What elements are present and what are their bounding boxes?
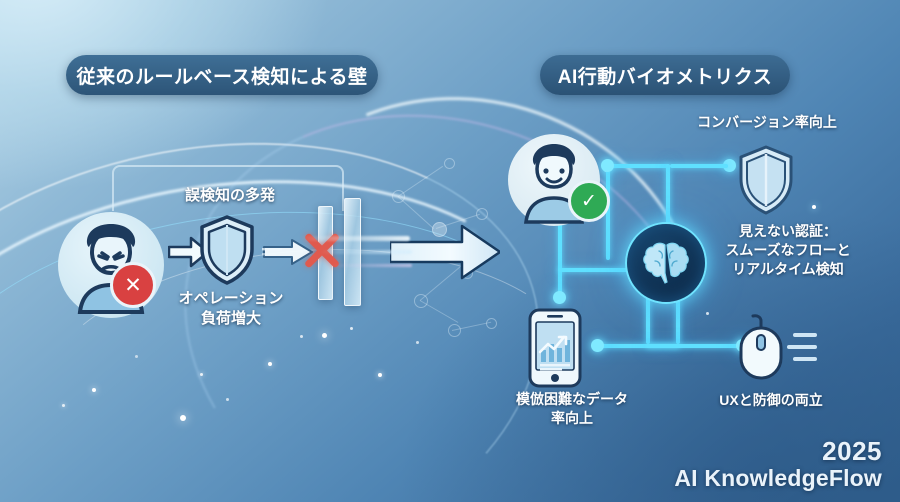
sparkle [812, 205, 816, 209]
network-line [451, 321, 492, 331]
arrow-motion-streak [320, 250, 412, 254]
circuit-wire [646, 296, 650, 344]
label-operation-load-line2: 負荷増大 [200, 310, 261, 328]
watermark-brand: AI KnowledgeFlow [674, 465, 882, 492]
section-title-legacy-label: 従来のルールベース検知による壁 [76, 66, 368, 88]
sparkle [226, 398, 229, 401]
sparkle [350, 327, 353, 330]
network-node [486, 318, 497, 329]
label-ux-and-defense: UXと防御の両立 [719, 392, 823, 408]
watermark: 2025 AI KnowledgeFlow [674, 437, 882, 492]
ai-brain-hub-icon [625, 222, 707, 304]
sparkle [416, 341, 419, 344]
brain-glyph [643, 242, 689, 284]
sparkle [378, 373, 382, 377]
network-node [444, 158, 455, 169]
network-node [414, 294, 428, 308]
mouse-motion-line [793, 333, 817, 337]
circuit-wire [676, 296, 680, 344]
label-invisible-auth-line1: 見えない認証： [739, 223, 837, 239]
circuit-wire [670, 164, 728, 168]
section-title-ai-label: AI行動バイオメトリクス [557, 66, 773, 88]
circuit-node [601, 159, 614, 172]
label-operation-load: オペレーション 負荷増大 [148, 289, 314, 330]
circuit-node [591, 339, 604, 352]
sparkle [322, 333, 327, 338]
label-hard-to-mimic-line1: 模倣困難なデータ [516, 391, 628, 407]
sparkle [92, 388, 96, 392]
section-title-ai: AI行動バイオメトリクス [540, 55, 790, 95]
network-node [392, 190, 405, 203]
section-title-legacy: 従来のルールベース検知による壁 [66, 55, 378, 95]
shield-outline-icon [200, 215, 254, 285]
label-hard-to-mimic-line2: 率向上 [551, 409, 593, 426]
smartphone-chart-icon [528, 308, 582, 388]
shield-icon [739, 145, 793, 215]
circuit-wire [646, 344, 742, 348]
sparkle [268, 362, 272, 366]
mouse-motion-line [793, 357, 817, 361]
circuit-wire [606, 164, 670, 168]
network-node [476, 208, 488, 220]
arrow-right-icon [168, 236, 210, 268]
label-conversion-rate: コンバージョン率向上 [697, 114, 837, 130]
label-operation-load-line1: オペレーション [178, 290, 284, 307]
circuit-wire [558, 268, 628, 272]
sparkle [604, 168, 608, 172]
big-arrow-right-icon [390, 224, 500, 280]
label-invisible-auth-line2: スムーズなフローと [725, 241, 851, 258]
error-badge: ✕ [110, 262, 156, 308]
success-badge-glyph: ✓ [581, 190, 597, 212]
label-false-positives: 誤検知の多発 [184, 187, 275, 204]
sparkle [300, 335, 303, 338]
mouse-icon [739, 314, 783, 380]
arrow-motion-streak [332, 264, 412, 267]
sparkle [706, 312, 709, 315]
watermark-year: 2025 [822, 436, 882, 467]
success-badge: ✓ [568, 180, 610, 222]
circuit-wire [666, 164, 670, 226]
network-node [448, 324, 461, 337]
sparkle [200, 373, 203, 376]
error-badge-glyph: ✕ [124, 273, 142, 297]
sparkle [62, 404, 65, 407]
arrow-motion-streak [300, 236, 410, 241]
mouse-motion-line [787, 345, 817, 349]
label-invisible-auth-line3: リアルタイム検知 [732, 260, 844, 277]
network-line [397, 165, 444, 197]
circuit-wire [596, 344, 680, 348]
label-invisible-auth: 見えない認証： スムーズなフローと リアルタイム検知 [706, 222, 870, 279]
sparkle [135, 355, 138, 358]
circuit-node [553, 291, 566, 304]
network-line [419, 300, 459, 323]
sparkle [180, 415, 186, 421]
label-hard-to-mimic-data: 模倣困難なデータ 率向上 [490, 390, 654, 428]
